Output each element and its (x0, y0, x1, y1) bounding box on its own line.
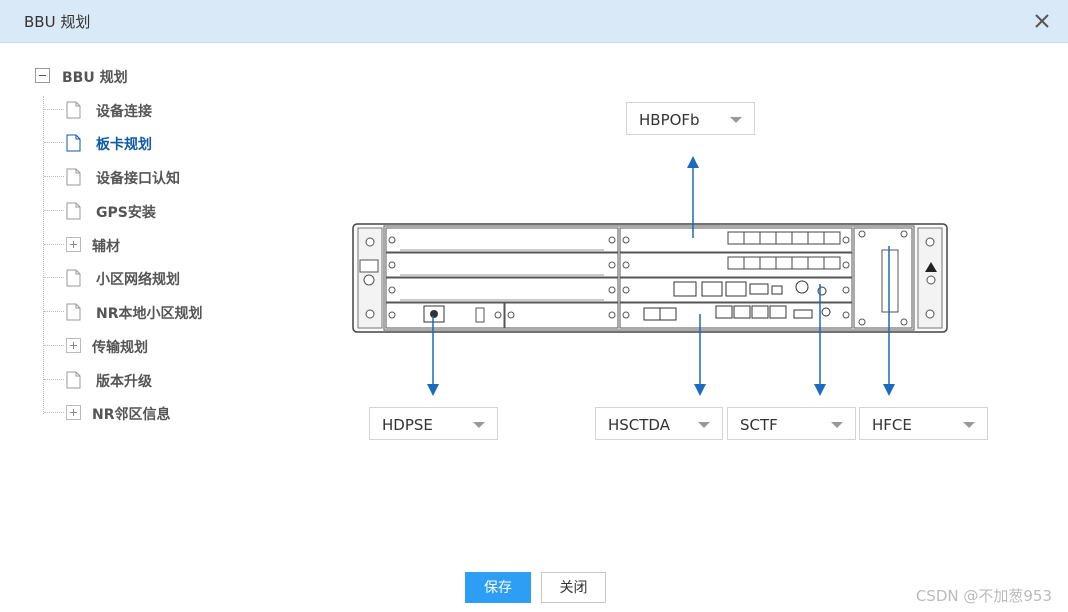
dialog-titlebar: BBU 规划 (0, 0, 1068, 43)
plus-box-icon[interactable] (66, 237, 81, 252)
tree-item-device-connection[interactable]: 设备连接 (44, 95, 264, 125)
tree-item-label: 板卡规划 (96, 137, 152, 153)
tree-connector (44, 311, 64, 312)
board-select-control[interactable]: SCTF (727, 407, 856, 440)
file-icon (66, 202, 81, 220)
tree-item-accessories[interactable]: 辅材 (44, 230, 264, 260)
tree-connector (44, 176, 64, 177)
tree-connector (44, 244, 64, 245)
chevron-down-icon (730, 117, 742, 123)
board-select-value: HFCE (872, 416, 912, 434)
file-icon (66, 134, 81, 152)
board-select-transport[interactable]: HSCTDA (595, 407, 723, 440)
tree-item-label: 辅材 (92, 239, 120, 255)
save-button[interactable]: 保存 (465, 572, 531, 603)
tree-item-nr-neighbor-info[interactable]: NR邻区信息 (44, 398, 264, 428)
tree-connector-line (43, 96, 44, 414)
board-select-power[interactable]: HDPSE (369, 407, 498, 440)
watermark-text: CSDN @不加葱953 (915, 587, 1052, 605)
chevron-down-icon (963, 422, 975, 428)
tree-connector (44, 379, 64, 380)
tree-item-label: 设备连接 (96, 104, 152, 120)
tree-connector (44, 412, 64, 413)
chevron-down-icon (698, 422, 710, 428)
file-icon (66, 101, 81, 119)
nav-tree: BBU 规划 (34, 62, 274, 90)
tree-item-label: NR邻区信息 (92, 407, 171, 423)
board-select-fan[interactable]: HFCE (859, 407, 988, 440)
tree-connector (44, 210, 64, 211)
tree-root[interactable]: BBU 规划 (34, 62, 274, 90)
tree-item-version-upgrade[interactable]: 版本升级 (44, 365, 264, 395)
chevron-down-icon (473, 422, 485, 428)
tree-item-label: GPS安装 (96, 205, 156, 221)
tree-item-gps-install[interactable]: GPS安装 (44, 196, 264, 226)
minus-box-icon[interactable] (35, 68, 50, 83)
tree-root-label: BBU 规划 (62, 70, 128, 86)
board-select-value: HBPOFb (639, 111, 700, 129)
plus-box-icon[interactable] (66, 338, 81, 353)
tree-item-board-planning[interactable]: 板卡规划 (44, 128, 264, 158)
tree-item-cell-network-planning[interactable]: 小区网络规划 (44, 263, 264, 293)
tree-connector (44, 109, 64, 110)
dialog-title: BBU 规划 (24, 13, 91, 31)
tree-item-label: 版本升级 (96, 374, 152, 390)
board-select-value: SCTF (740, 416, 778, 434)
close-button[interactable]: 关闭 (541, 572, 606, 603)
file-icon (66, 371, 81, 389)
board-select-value: HSCTDA (608, 416, 670, 434)
tree-item-label: 传输规划 (92, 340, 148, 356)
chevron-down-icon (831, 422, 843, 428)
close-icon[interactable] (1032, 11, 1052, 31)
board-select-top[interactable]: HBPOFb (626, 102, 755, 135)
file-icon (66, 303, 81, 321)
tree-connector (44, 277, 64, 278)
tree-item-nr-local-cell[interactable]: NR本地小区规划 (44, 297, 264, 327)
bbu-chassis-diagram (352, 223, 948, 333)
tree-item-label: NR本地小区规划 (96, 306, 203, 322)
file-icon (66, 168, 81, 186)
file-icon (66, 269, 81, 287)
tree-item-label: 设备接口认知 (96, 171, 180, 187)
plus-box-icon[interactable] (66, 405, 81, 420)
tree-item-label: 小区网络规划 (96, 272, 180, 288)
tree-connector (44, 345, 64, 346)
board-select-value: HDPSE (382, 416, 433, 434)
tree-connector (44, 142, 64, 143)
tree-item-transport-planning[interactable]: 传输规划 (44, 331, 264, 361)
tree-item-interface-cognition[interactable]: 设备接口认知 (44, 162, 264, 192)
